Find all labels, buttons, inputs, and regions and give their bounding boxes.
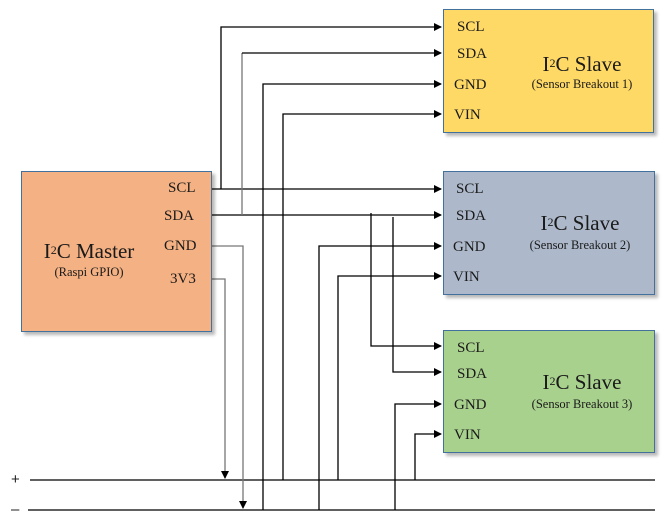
master-title-suffix: C Master	[56, 239, 135, 263]
wire-vin-slave3	[414, 430, 442, 480]
wire-vin-slave2	[337, 272, 442, 480]
minus-rail-label: –	[11, 501, 20, 518]
slave1-pin-gnd: GND	[454, 77, 487, 93]
master-pin-sda: SDA	[164, 208, 195, 224]
master-pin-3v3: 3V3	[170, 271, 196, 287]
slave2-pin-sda: SDA	[456, 208, 487, 224]
i2c-slave-box-2: SCL SDA GND VIN I2C Slave (Sensor Breako…	[443, 171, 655, 295]
slave3-pin-scl: SCL	[457, 340, 485, 356]
i2c-master-box: I2C Master (Raspi GPIO) SCL SDA GND 3V3	[21, 171, 212, 332]
master-pin-scl: SCL	[168, 180, 196, 196]
slave1-title: I2C Slave	[512, 53, 652, 75]
master-subtitle: (Raspi GPIO)	[54, 265, 124, 279]
slave3-title-prefix: I	[542, 370, 550, 394]
wire-gnd-slave3	[394, 400, 442, 510]
slave2-title-prefix: I	[540, 211, 548, 235]
slave3-title: I2C Slave	[510, 371, 654, 393]
i2c-slave-box-1: SCL SDA GND VIN I2C Slave (Sensor Breako…	[443, 9, 654, 133]
slave2-title: I2C Slave	[508, 212, 652, 234]
wire-scl-slave1	[220, 23, 442, 189]
slave2-title-suffix: C Slave	[553, 211, 620, 235]
wire-gnd-slave1	[262, 80, 442, 510]
slave1-subtitle: (Sensor Breakout 1)	[531, 77, 633, 91]
slave3-pin-gnd: GND	[454, 397, 487, 413]
slave2-pin-vin: VIN	[453, 269, 480, 285]
master-pin-gnd: GND	[164, 238, 197, 254]
wire-3v3-master	[211, 278, 229, 479]
master-title: I2C Master	[30, 240, 148, 262]
wire-sda-slave3	[392, 217, 442, 376]
slave2-subtitle: (Sensor Breakout 2)	[529, 238, 631, 252]
i2c-slave-box-3: SCL SDA GND VIN I2C Slave (Sensor Breako…	[443, 330, 655, 453]
slave1-title-prefix: I	[542, 52, 550, 76]
slave3-pin-vin: VIN	[454, 427, 481, 443]
slave3-subtitle: (Sensor Breakout 3)	[531, 397, 633, 411]
slave2-pin-gnd: GND	[453, 239, 486, 255]
slave3-title-suffix: C Slave	[555, 370, 622, 394]
slave1-pin-scl: SCL	[457, 19, 485, 35]
wire-scl-slave3	[370, 213, 442, 350]
slave1-title-suffix: C Slave	[555, 52, 622, 76]
wire-gnd-master	[211, 245, 247, 509]
wire-vin-slave1	[282, 110, 442, 480]
slave1-pin-sda: SDA	[457, 46, 488, 62]
slave3-pin-sda: SDA	[457, 366, 488, 382]
slave1-pin-vin: VIN	[454, 107, 481, 123]
slave2-pin-scl: SCL	[456, 181, 484, 197]
master-title-sup: 2	[50, 243, 57, 257]
plus-rail-label: +	[11, 471, 20, 488]
slave2-title-sup: 2	[547, 215, 554, 229]
slave1-title-sup: 2	[549, 56, 556, 70]
wire-gnd-slave2	[318, 242, 442, 510]
master-title-prefix: I	[43, 239, 51, 263]
slave3-title-sup: 2	[549, 374, 556, 388]
